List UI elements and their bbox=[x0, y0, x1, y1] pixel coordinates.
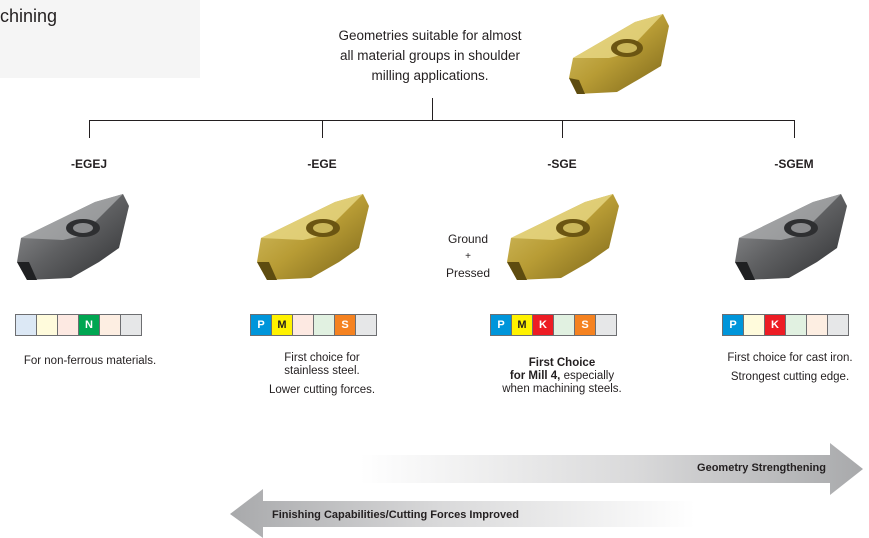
description-egej: For non-ferrous materials. bbox=[0, 355, 180, 368]
material-cell-empty bbox=[36, 314, 58, 336]
geometry-title-egej: -EGEJ bbox=[70, 157, 107, 171]
geometry-title-ege: -EGE bbox=[307, 157, 337, 171]
material-cell-empty bbox=[57, 314, 79, 336]
material-cell-p: P bbox=[250, 314, 272, 336]
description-emphasis: First Choice bbox=[528, 357, 596, 369]
material-cell-empty bbox=[313, 314, 335, 336]
description-line: when machining steels. bbox=[502, 383, 622, 395]
material-cell-empty bbox=[827, 314, 849, 336]
material-cell-k: K bbox=[532, 314, 554, 336]
insert-image-sge bbox=[507, 194, 619, 280]
connector-drop bbox=[562, 120, 563, 138]
material-cell-empty bbox=[355, 314, 377, 336]
description-ege: First choice for stainless steel. Lower … bbox=[232, 352, 412, 397]
description-line: stainless steel. bbox=[284, 365, 360, 377]
material-cell-empty bbox=[553, 314, 575, 336]
header-panel bbox=[0, 0, 200, 78]
description-line: Lower cutting forces. bbox=[268, 384, 376, 396]
geometry-strengthening-label: Geometry Strengthening bbox=[697, 462, 826, 474]
annotation-line: + bbox=[465, 251, 471, 262]
material-cell-empty bbox=[292, 314, 314, 336]
description-line: First choice for bbox=[284, 352, 360, 364]
description-line: Strongest cutting edge. bbox=[730, 371, 850, 383]
top-description: Geometries suitable for almost all mater… bbox=[300, 26, 560, 86]
material-cell-empty bbox=[99, 314, 121, 336]
material-cell-m: M bbox=[271, 314, 293, 336]
geometry-title-sge: -SGE bbox=[547, 157, 577, 171]
material-cell-p: P bbox=[490, 314, 512, 336]
top-description-line: milling applications. bbox=[371, 68, 489, 83]
description-sgem: First choice for cast iron. Strongest cu… bbox=[700, 352, 869, 384]
top-insert-image bbox=[569, 14, 669, 94]
material-cell-empty bbox=[806, 314, 828, 336]
description-sge: First Choice for Mill 4, especially when… bbox=[472, 357, 652, 396]
connector-trunk bbox=[432, 98, 433, 120]
material-cell-empty bbox=[743, 314, 765, 336]
insert-image-ege bbox=[257, 194, 369, 280]
material-cell-k: K bbox=[764, 314, 786, 336]
connector-drop bbox=[89, 120, 90, 138]
material-cell-m: M bbox=[511, 314, 533, 336]
finishing-capabilities-label: Finishing Capabilities/Cutting Forces Im… bbox=[272, 509, 519, 521]
material-cell-empty bbox=[120, 314, 142, 336]
top-description-line: Geometries suitable for almost bbox=[338, 28, 522, 43]
description-emphasis: for Mill 4, bbox=[509, 370, 561, 382]
material-cell-s: S bbox=[334, 314, 356, 336]
description-line: especially bbox=[560, 370, 615, 382]
connector-drop bbox=[322, 120, 323, 138]
finishing-arrow bbox=[230, 489, 695, 538]
annotation-line: Pressed bbox=[445, 266, 491, 280]
insert-image-egej bbox=[17, 194, 129, 280]
material-cell-empty bbox=[15, 314, 37, 336]
annotation-line: Ground bbox=[447, 232, 489, 246]
connector-drop bbox=[794, 120, 795, 138]
ground-pressed-note: Ground + Pressed bbox=[438, 231, 498, 282]
geometry-title-sgem: -SGEM bbox=[774, 157, 814, 171]
material-cell-empty bbox=[785, 314, 807, 336]
insert-image-sgem bbox=[735, 194, 847, 280]
connector-bar bbox=[89, 120, 795, 121]
description-line: First choice for cast iron. bbox=[727, 352, 853, 364]
material-cell-s: S bbox=[574, 314, 596, 336]
top-description-line: all material groups in shoulder bbox=[339, 48, 521, 63]
material-cell-p: P bbox=[722, 314, 744, 336]
header-title: chining bbox=[0, 6, 58, 26]
material-strip-egej: N bbox=[15, 314, 142, 336]
geometry-strengthening-arrow bbox=[360, 443, 863, 495]
material-cell-n: N bbox=[78, 314, 100, 336]
description-line: For non-ferrous materials. bbox=[23, 355, 157, 367]
material-cell-empty bbox=[595, 314, 617, 336]
